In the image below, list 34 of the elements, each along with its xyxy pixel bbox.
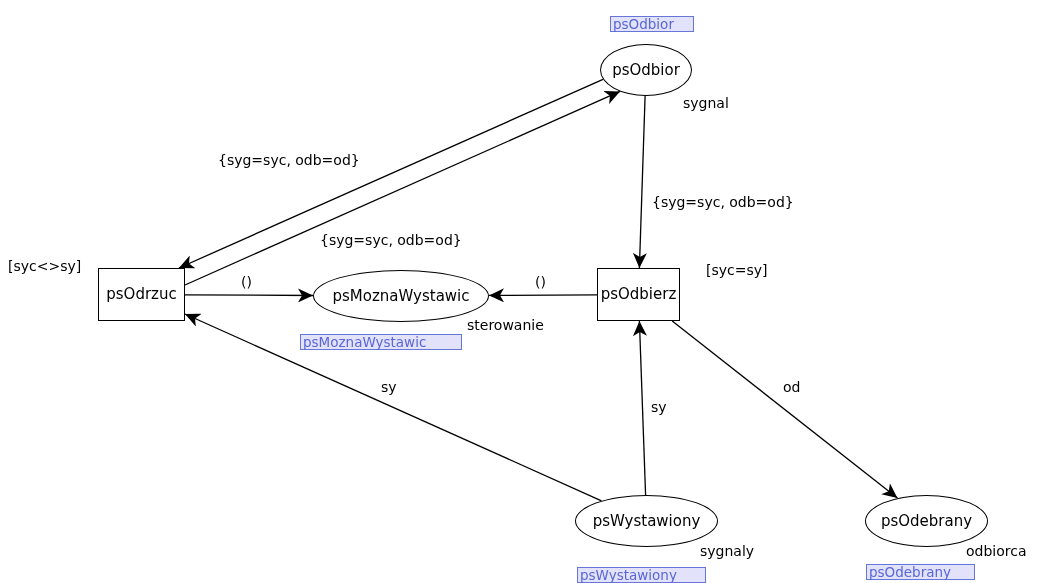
place-name: psWystawiony: [592, 513, 701, 529]
place-name: psMoznaWystawic: [332, 288, 470, 304]
color-set-label: sterowanie: [467, 317, 544, 334]
fusion-set-tag: psWystawiony: [577, 567, 706, 583]
arc-arrow: [671, 320, 899, 499]
arc-inscription: {syg=syc, odb=od}: [218, 152, 360, 169]
arc-arrow: [184, 313, 603, 502]
guard-label: [syc<>sy]: [8, 258, 82, 275]
place-name: psOdbior: [612, 62, 680, 78]
arc-arrow: [184, 288, 314, 303]
arc-inscription: {syg=syc, odb=od}: [320, 232, 462, 249]
transition-name: psOdbierz: [600, 287, 677, 302]
color-set-label: odbiorca: [966, 543, 1027, 560]
arc-arrow: [178, 78, 604, 269]
color-set-label: sygnaly: [700, 543, 755, 560]
color-set-label: sygnal: [683, 95, 729, 112]
fusion-set-tag: psMoznaWystawic: [300, 334, 462, 350]
arc-inscription: sy: [651, 399, 667, 416]
arc-arrow: [184, 90, 621, 286]
transition-name: psOdrzuc: [106, 287, 177, 302]
arc-arrow: [632, 320, 647, 496]
arc-arrow: [632, 95, 647, 269]
arc-inscription: od: [783, 379, 801, 396]
arc-inscription: sy: [381, 379, 397, 396]
fusion-set-tag: psOdebrany: [866, 564, 975, 580]
arc-inscription: {syg=syc, odb=od}: [652, 194, 794, 211]
place-name: psOdebrany: [880, 513, 973, 529]
arc-arrow: [488, 288, 598, 303]
guard-label: [syc=sy]: [706, 262, 768, 279]
transition-box: [597, 268, 680, 321]
arc-inscription: (): [241, 274, 252, 291]
arc-inscription: (): [535, 274, 546, 291]
fusion-set-tag: psOdbior: [610, 16, 694, 32]
transition-box: [98, 268, 185, 321]
